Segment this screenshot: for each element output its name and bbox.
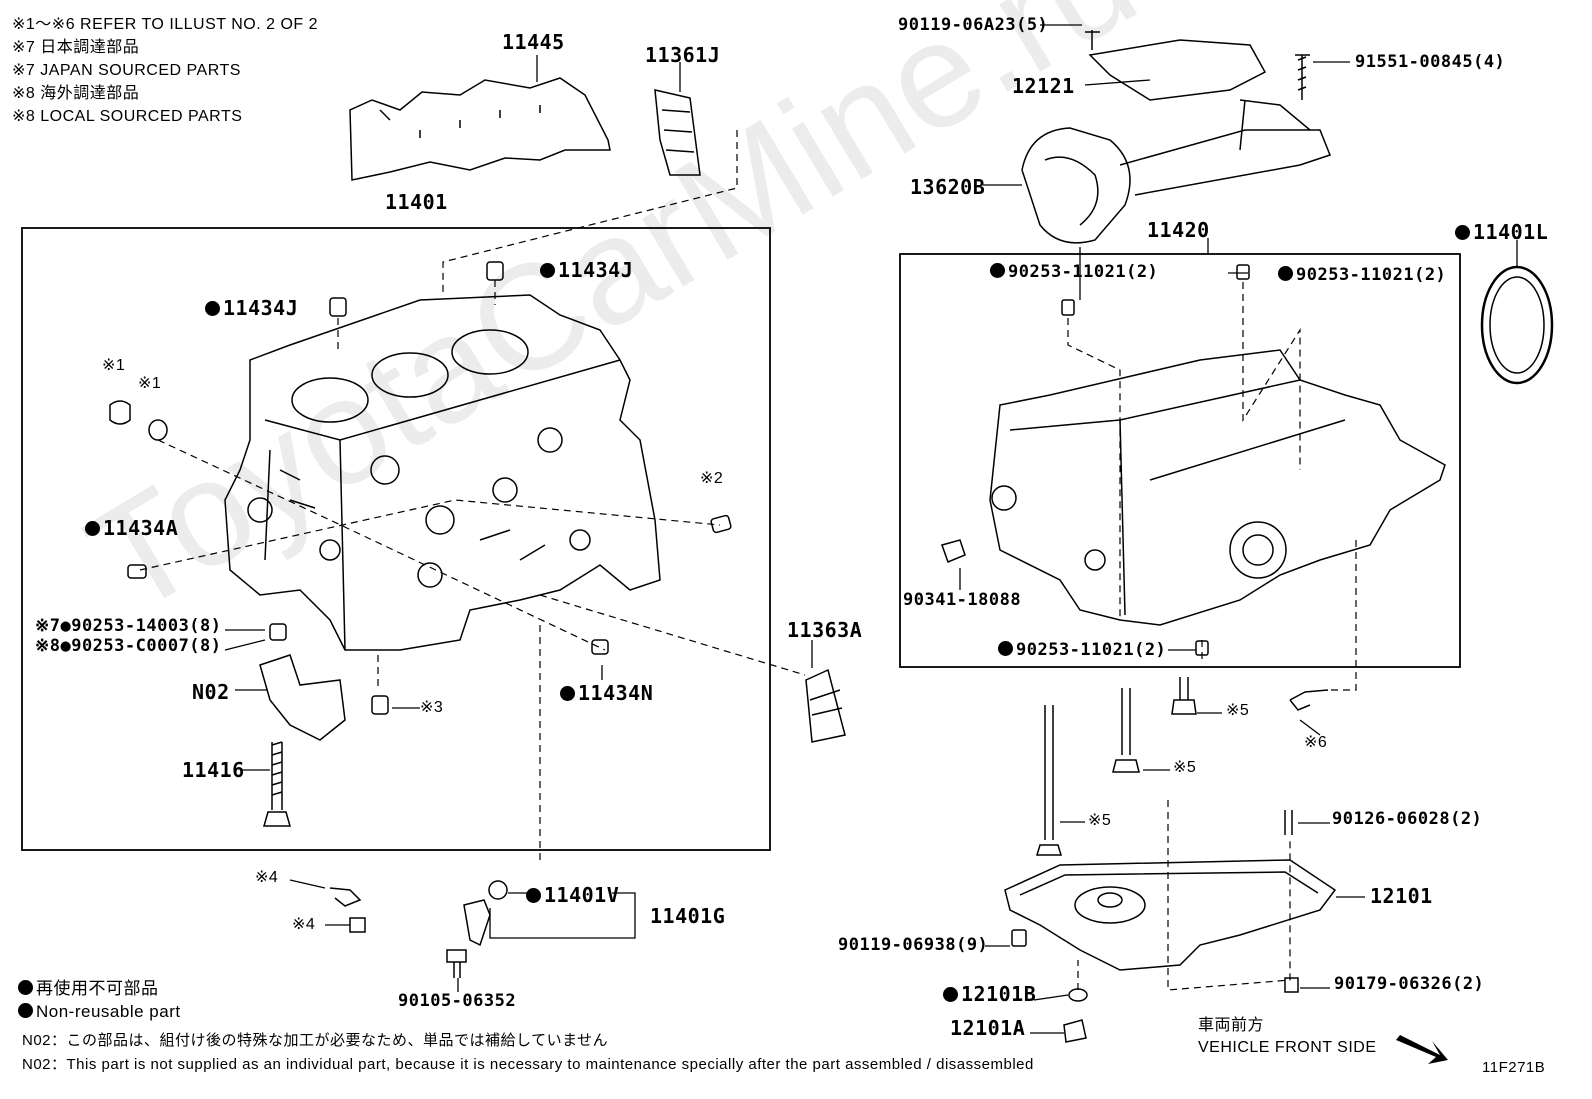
part-label-11363A[interactable]: 11363A: [787, 618, 863, 642]
part-label-N02[interactable]: N02: [192, 680, 230, 704]
ref-1-bottom: ※1: [138, 375, 162, 392]
part-label-11401G[interactable]: 11401G: [650, 904, 726, 928]
diagram-id: 11F271B: [1482, 1059, 1546, 1076]
part-label-90341-18088[interactable]: 90341-18088: [903, 590, 1022, 610]
oil-seal-shape: [1480, 265, 1554, 385]
nonreusable-dot-icon: [205, 301, 220, 316]
part-label-11445[interactable]: 11445: [502, 30, 565, 54]
part-label-90253-11021-left[interactable]: 90253-11021(2): [990, 263, 1158, 281]
part-label-11361J[interactable]: 11361J: [645, 43, 721, 67]
ref-5-top: ※5: [1226, 702, 1250, 719]
bearing-cap-shape: [259, 654, 346, 741]
cylinder-block-shape: [224, 294, 661, 651]
part-label-90119-06938[interactable]: 90119-06938(9): [838, 935, 989, 955]
nonreusable-dot-icon: [18, 1003, 33, 1018]
oil-pan-upper-group-box: [899, 253, 1461, 668]
heat-insulator-shape: [349, 77, 611, 181]
part-label-11416[interactable]: 11416: [182, 758, 245, 782]
part-label-90253-11021-bottom[interactable]: 90253-11021(2): [998, 641, 1166, 659]
part-label-90119-06A23[interactable]: 90119-06A23(5): [898, 15, 1049, 35]
nonreusable-dot-icon: [18, 980, 33, 995]
ref-6: ※6: [1304, 734, 1328, 751]
ref-2: ※2: [700, 470, 724, 487]
nonreusable-dot-icon: [540, 263, 555, 278]
ref-1-top: ※1: [102, 357, 126, 374]
legend-n02-en: N02：This part is not supplied as an indi…: [22, 1056, 1034, 1073]
bolt-11416-shape: [271, 741, 283, 810]
legend-n02-jp: N02：この部品は、組付け後の特殊な加工が必要なため、単品では補給していません: [22, 1032, 609, 1049]
part-label-11434N[interactable]: 11434N: [560, 683, 653, 703]
part-label-11434J-top[interactable]: 11434J: [540, 260, 633, 280]
nonreusable-dot-icon: [1278, 266, 1293, 281]
balance-shaft-gear-shape: [1021, 127, 1131, 244]
part-label-13620B[interactable]: 13620B: [910, 175, 986, 199]
part-label-11401L[interactable]: 11401L: [1455, 222, 1548, 242]
part-label-90253-11021-right[interactable]: 90253-11021(2): [1278, 266, 1446, 284]
nonreusable-dot-icon: [85, 521, 100, 536]
part-label-11434A[interactable]: 11434A: [85, 518, 178, 538]
part-label-91551-00845[interactable]: 91551-00845(4): [1355, 52, 1506, 72]
nonreusable-dot-icon: [560, 686, 575, 701]
note-8-jp: ※8 海外調達部品: [12, 85, 140, 102]
engine-block-group-box: [21, 227, 771, 851]
note-7-jp: ※7 日本調達部品: [12, 39, 140, 56]
part-label-90179-06326[interactable]: 90179-06326(2): [1334, 974, 1485, 994]
part-label-11434J-left[interactable]: 11434J: [205, 298, 298, 318]
part-label-90105-06352[interactable]: 90105-06352: [398, 991, 517, 1011]
vehicle-front-arrow-icon: [1396, 1035, 1448, 1064]
note-8-en: ※8 LOCAL SOURCED PARTS: [12, 108, 243, 125]
part-label-12121[interactable]: 12121: [1012, 74, 1075, 98]
nonreusable-dot-icon: [943, 987, 958, 1002]
legend-nonreusable-en: Non-reusable part: [18, 1003, 181, 1020]
part-label-90126-06028[interactable]: 90126-06028(2): [1332, 809, 1483, 829]
note-7-en: ※7 JAPAN SOURCED PARTS: [12, 62, 241, 79]
part-label-11420[interactable]: 11420: [1147, 218, 1210, 242]
part-label-11401[interactable]: 11401: [385, 190, 448, 214]
ref-4-top: ※4: [255, 869, 279, 886]
oil-pan-upper-shape: [989, 349, 1446, 626]
ref-5-bottom: ※5: [1088, 812, 1112, 829]
nonreusable-dot-icon: [526, 888, 541, 903]
nonreusable-dot-icon: [990, 263, 1005, 278]
legend-nonreusable-jp: 再使用不可部品: [18, 980, 159, 997]
part-label-11401V[interactable]: 11401V: [526, 885, 619, 905]
ref-3: ※3: [420, 699, 444, 716]
part-label-12101B[interactable]: 12101B: [943, 984, 1036, 1004]
vehicle-front-en: VEHICLE FRONT SIDE: [1198, 1039, 1377, 1056]
nonreusable-dot-icon: [998, 641, 1013, 656]
part-label-90253-14003[interactable]: ※7●90253-14003(8): [35, 616, 222, 636]
bracket-12121-shape: [1088, 39, 1267, 101]
part-label-12101A[interactable]: 12101A: [950, 1016, 1026, 1040]
nonreusable-dot-icon: [1455, 225, 1470, 240]
plate-11361J-shape: [654, 89, 701, 176]
oil-pan-lower-shape: [1004, 859, 1337, 971]
part-label-12101[interactable]: 12101: [1370, 884, 1433, 908]
ref-5-middle: ※5: [1173, 759, 1197, 776]
part-label-90253-C0007[interactable]: ※8●90253-C0007(8): [35, 636, 222, 656]
vehicle-front-jp: 車両前方: [1198, 1017, 1265, 1034]
note-refer: ※1～※6 REFER TO ILLUST NO. 2 OF 2: [12, 16, 319, 33]
ref-4-bottom: ※4: [292, 916, 316, 933]
